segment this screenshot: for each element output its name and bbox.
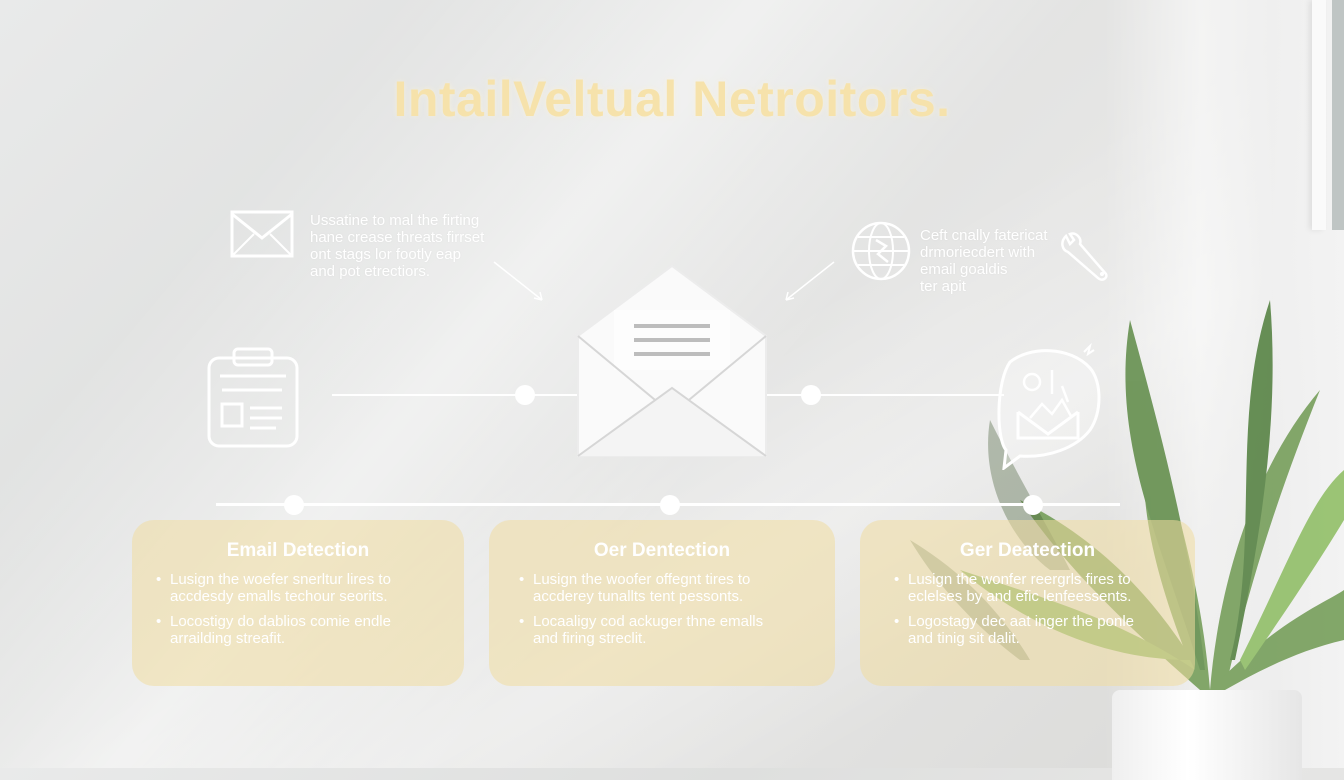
- bullet-line: Locostigy do dablios comie endle: [170, 613, 391, 630]
- connector-line-right: [764, 394, 1004, 396]
- plant-pot: [1112, 690, 1302, 780]
- card-oer-dentection: Oer Dentection • Lusign the woofer offeg…: [489, 520, 835, 686]
- bullet-line: and tinig sit dalit.: [908, 630, 1020, 647]
- card-bullet: • Lusign the woefer snerltur lires to ac…: [156, 571, 391, 605]
- note-left-line: ont stags lor footly eap: [310, 246, 461, 263]
- note-right-line: drmoriecdert with: [920, 244, 1036, 261]
- bullet-line: Lusign the woefer snerltur lires to: [170, 571, 391, 588]
- arrow-right: [785, 261, 835, 301]
- bullet-line: accdesdy emalls techour seorits.: [170, 588, 388, 605]
- envelope-icon: [577, 264, 767, 457]
- note-left-line: and pot etrectiors.: [310, 263, 431, 280]
- card-bullet: • Logostagy dec aat inger the ponle and …: [894, 613, 1134, 647]
- bullet-line: Lusign the wonfer reergrls fires to: [908, 571, 1131, 588]
- page-title: IntailVeltual Netroitors.: [393, 71, 951, 127]
- bullet-line: Lusign the woofer offegnt tires to: [533, 571, 751, 588]
- bullet-marker: •: [519, 613, 525, 630]
- note-right-line: Ceft cnally fatericat: [920, 227, 1048, 244]
- arrow-left: [493, 261, 543, 301]
- bullet-line: Locaaligy cod ackuger thne emalls: [533, 613, 764, 630]
- bullet-marker: •: [519, 571, 525, 588]
- note-left-line: Ussatine to mal the firting: [310, 212, 480, 229]
- note-right: Ceft cnally fatericat drmoriecdert with …: [920, 227, 1048, 295]
- card-bullet: • Locaaligy cod ackuger thne emalls and …: [519, 613, 763, 647]
- note-left: Ussatine to mal the firting hane crease …: [310, 212, 484, 280]
- card-title: Email Detection: [226, 540, 370, 561]
- note-right-line: email goaldis: [920, 261, 1008, 278]
- mail-icon: [230, 210, 294, 258]
- card-email-detection: Email Detection • Lusign the woefer sner…: [132, 520, 464, 686]
- card-bullet: • Locostigy do dablios comie endle arrai…: [156, 613, 391, 647]
- card-bullet: • Lusign the wonfer reergrls fires to ec…: [894, 571, 1131, 605]
- globe-icon: [851, 221, 911, 281]
- bullet-line: Logostagy dec aat inger the ponle: [908, 613, 1135, 630]
- bullet-marker: •: [156, 571, 162, 588]
- bullet-marker: •: [156, 613, 162, 630]
- shield-alert-icon: [997, 342, 1101, 470]
- connector-node: [801, 385, 821, 405]
- bullet-line: arrailding streafit.: [170, 630, 286, 647]
- card-title: Ger Deatection: [959, 540, 1096, 561]
- note-left-line: hane crease threats firrset: [310, 229, 485, 246]
- card-ger-deatection: Ger Deatection • Lusign the wonfer reerg…: [860, 520, 1195, 686]
- clipboard-icon: [207, 347, 299, 448]
- timeline-node: [1023, 495, 1043, 515]
- bullet-marker: •: [894, 613, 900, 630]
- window-frame-edge: [1332, 0, 1344, 230]
- timeline-node: [284, 495, 304, 515]
- connector-node: [515, 385, 535, 405]
- bullet-line: eclelses by and efic lenfeessents.: [908, 588, 1132, 605]
- connector-line-left: [332, 394, 580, 396]
- bullet-line: accderey tunallts tent pessonts.: [533, 588, 744, 605]
- window-frame: [1312, 0, 1326, 230]
- card-title: Oer Dentection: [593, 540, 731, 561]
- bullet-line: and firing streclit.: [533, 630, 647, 647]
- timeline-node: [660, 495, 680, 515]
- card-bullet: • Lusign the woofer offegnt tires to acc…: [519, 571, 750, 605]
- note-right-line: ter apit: [920, 278, 966, 295]
- wrench-icon: [1061, 232, 1108, 281]
- bullet-marker: •: [894, 571, 900, 588]
